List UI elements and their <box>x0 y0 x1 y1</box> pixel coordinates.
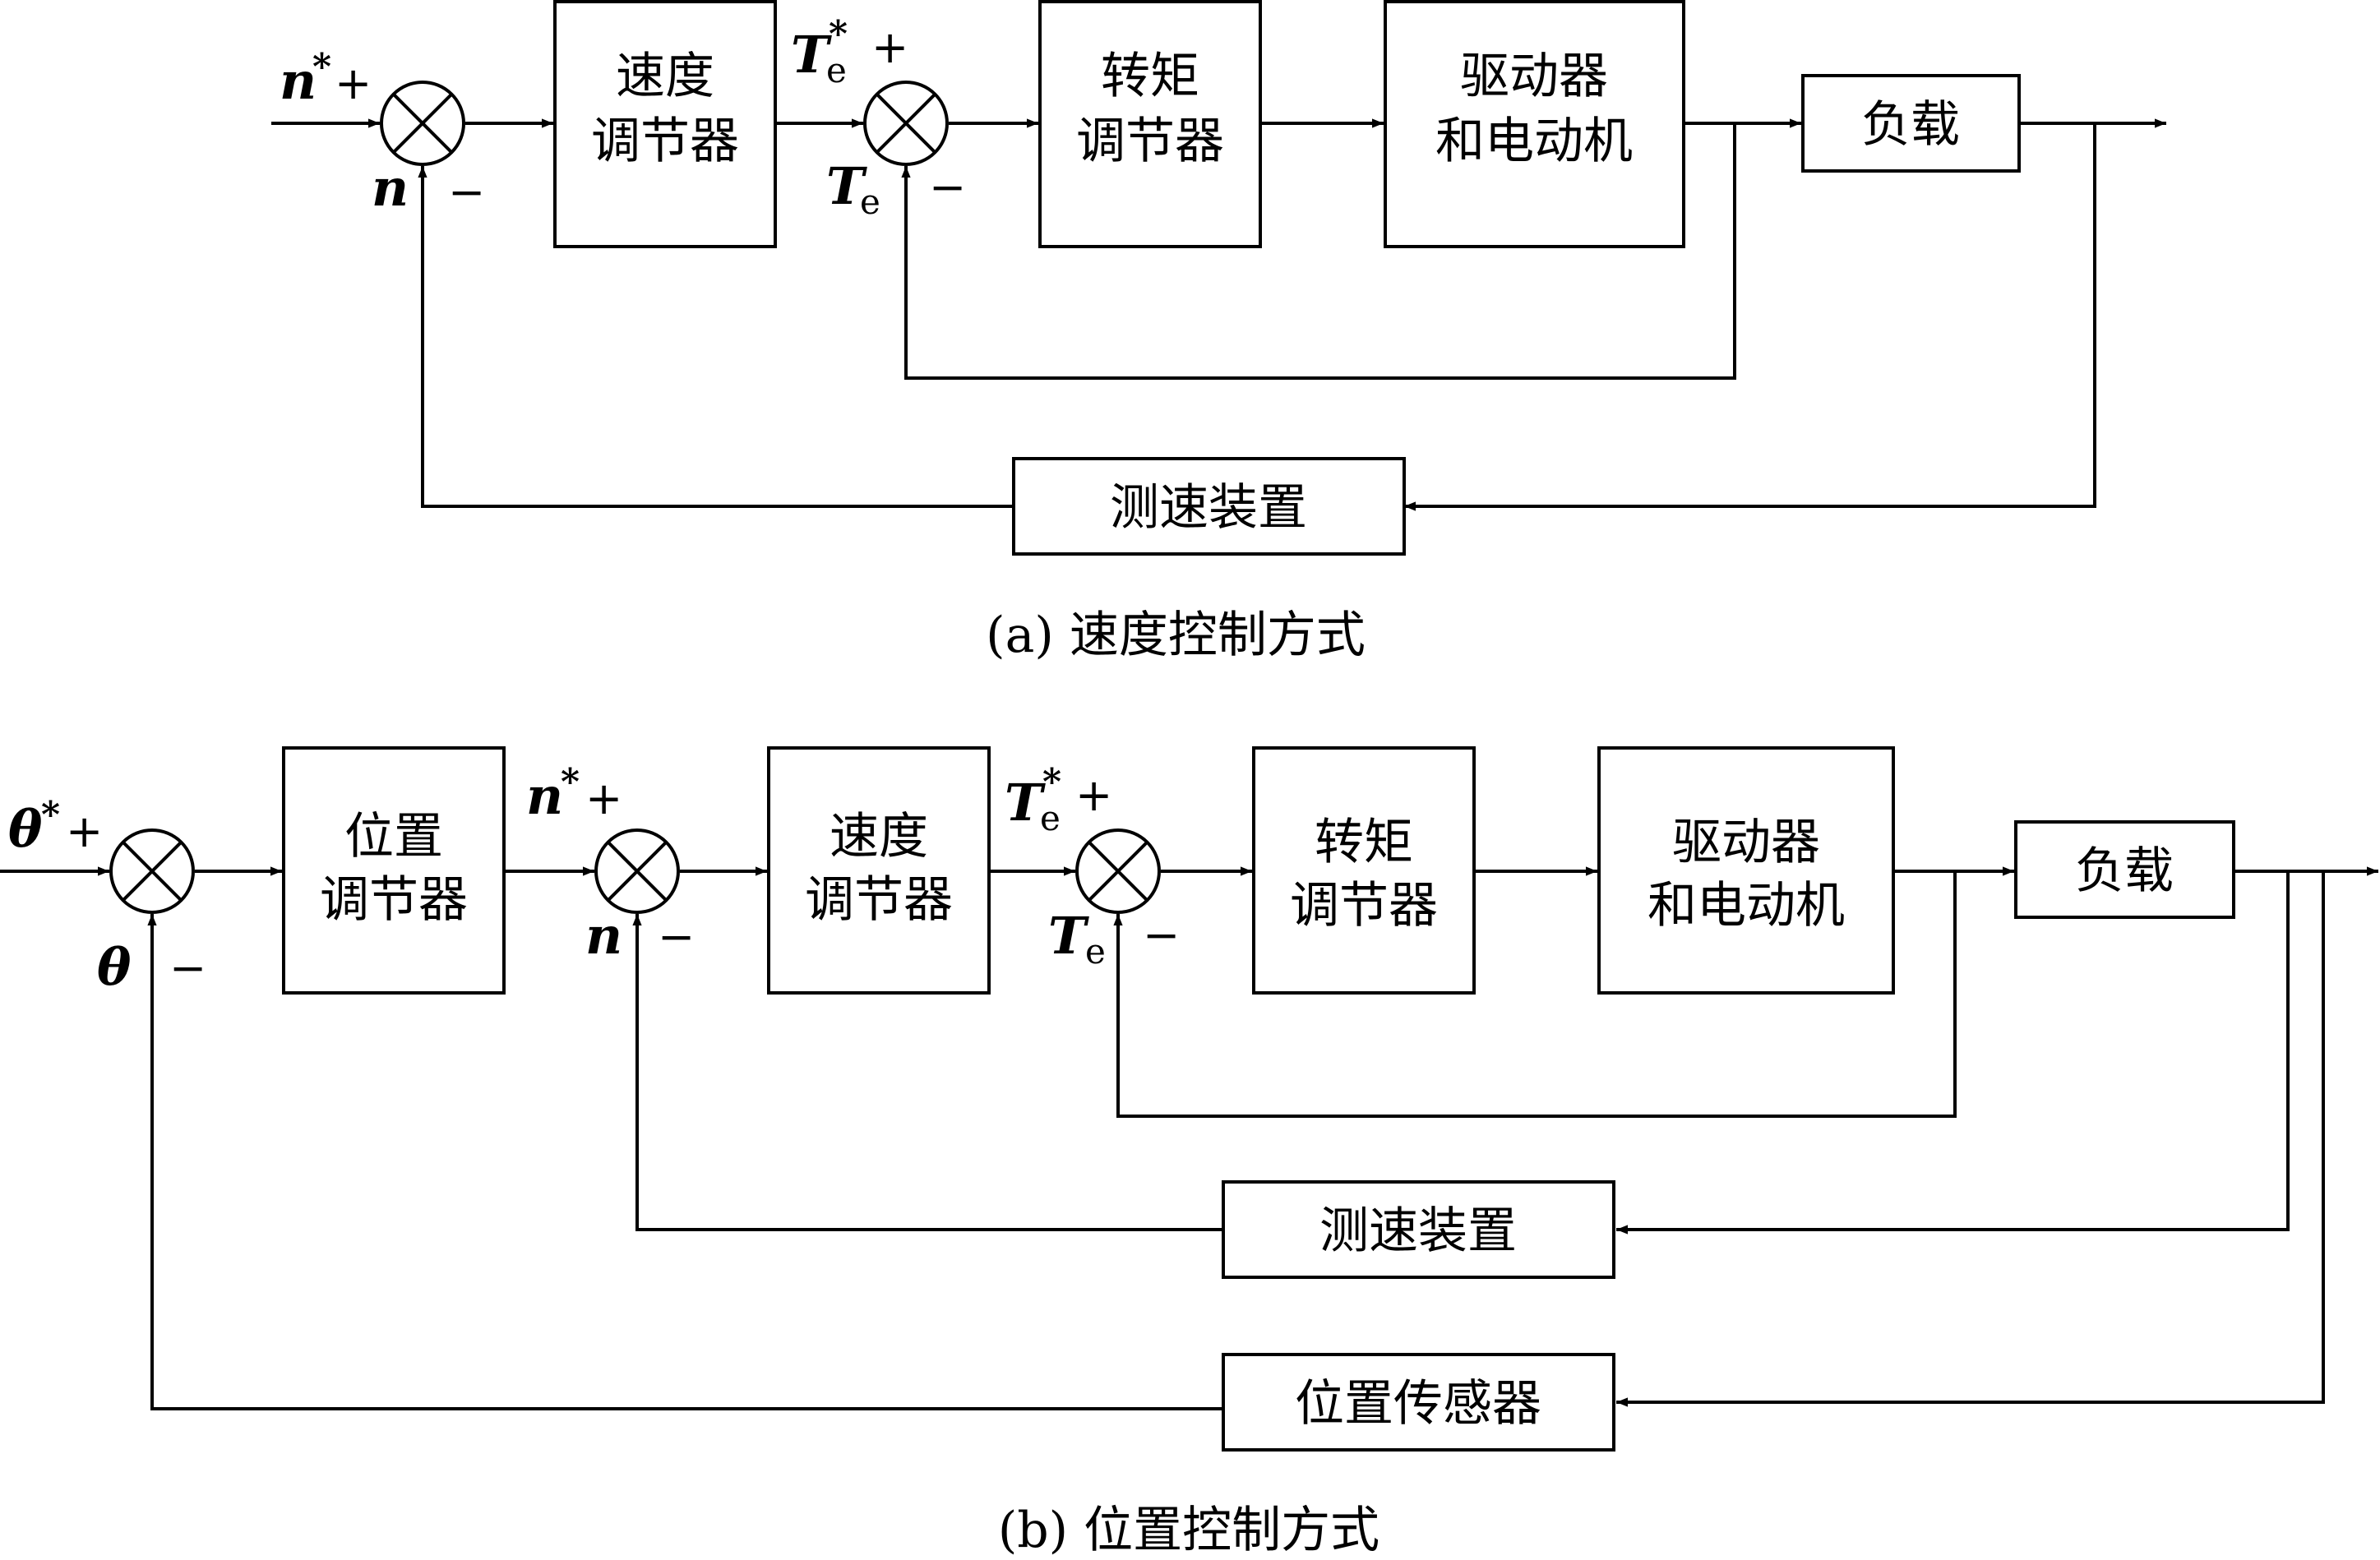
diagram-a: 速度 调节器 转矩 调节器 驱动器 和电动机 负载 测速装置 n * + n <box>271 0 2166 664</box>
wire-b-speed-feedback <box>632 914 1223 1231</box>
label-T-fb-b: T e − <box>1048 906 1180 972</box>
caption-a: (a) 速度控制方式 <box>986 607 1366 664</box>
svg-text:调节器: 调节器 <box>320 871 468 929</box>
svg-text:n: n <box>372 158 409 218</box>
label-n-fb-a: n − <box>372 158 485 218</box>
svg-text:速度: 速度 <box>830 808 928 865</box>
sum-junction-a1 <box>380 81 465 166</box>
sum-junction-b2 <box>594 828 680 914</box>
svg-text:T: T <box>826 156 867 216</box>
svg-text:T: T <box>1048 906 1089 966</box>
svg-text:n: n <box>585 906 622 966</box>
svg-text:n: n <box>526 766 563 826</box>
svg-text:驱动器: 驱动器 <box>1672 814 1820 871</box>
svg-text:调节器: 调节器 <box>591 113 739 170</box>
svg-text:n: n <box>280 51 317 111</box>
torque-regulator-block-a: 转矩 调节器 <box>1038 0 1262 248</box>
label-T-ref-a: T e * + <box>791 13 908 90</box>
speed-regulator-block-a: 速度 调节器 <box>553 0 777 248</box>
label-n-ref-a: n * + <box>280 46 372 111</box>
svg-text:调节器: 调节器 <box>805 871 953 929</box>
label-T-fb-a: T e − <box>826 156 966 222</box>
position-sensor-block-b: 位置传感器 <box>1222 1353 1615 1452</box>
svg-text:驱动器: 驱动器 <box>1460 48 1608 105</box>
svg-text:*: * <box>41 794 60 836</box>
svg-text:测速装置: 测速装置 <box>1319 1202 1517 1260</box>
svg-text:e: e <box>1085 931 1106 972</box>
sum-junction-b3 <box>1075 828 1161 914</box>
svg-text:转矩: 转矩 <box>1101 48 1199 105</box>
svg-text:负载: 负载 <box>2075 842 2174 900</box>
load-block-a: 负载 <box>1801 74 2021 173</box>
speed-regulator-block-b: 速度 调节器 <box>767 746 991 995</box>
svg-text:速度: 速度 <box>616 48 714 105</box>
svg-text:e: e <box>860 182 880 222</box>
svg-text:和电动机: 和电动机 <box>1435 113 1633 170</box>
svg-text:位置: 位置 <box>344 808 443 865</box>
label-n-ref-b: n * + <box>526 761 622 826</box>
svg-text:−: − <box>658 911 695 962</box>
svg-text:−: − <box>448 166 485 218</box>
svg-text:−: − <box>1143 909 1180 961</box>
svg-text:e: e <box>826 50 847 90</box>
svg-text:负载: 负载 <box>1861 96 1960 154</box>
svg-text:位置传感器: 位置传感器 <box>1295 1375 1541 1433</box>
svg-text:−: − <box>169 942 206 994</box>
driver-motor-block-a: 驱动器 和电动机 <box>1384 0 1685 248</box>
svg-text:T: T <box>1005 773 1046 833</box>
svg-text:测速装置: 测速装置 <box>1110 479 1307 537</box>
load-block-b: 负载 <box>2014 820 2235 919</box>
svg-text:θ: θ <box>97 937 132 997</box>
wire-b-speed-pickoff <box>1616 871 2290 1235</box>
wire-a-speed-pickoff <box>1404 123 2096 511</box>
svg-text:转矩: 转矩 <box>1315 814 1413 871</box>
svg-text:调节器: 调节器 <box>1290 877 1438 935</box>
svg-text:−: − <box>929 161 966 213</box>
wire-b-position-pickoff <box>1616 871 2325 1407</box>
caption-b: (b) 位置控制方式 <box>998 1502 1379 1559</box>
tacho-block-a: 测速装置 <box>1012 457 1406 556</box>
svg-text:和电动机: 和电动机 <box>1648 877 1845 935</box>
svg-text:*: * <box>1042 761 1061 803</box>
wire-b-torque-feedback <box>1113 871 1957 1118</box>
sum-junction-b1 <box>109 828 195 914</box>
svg-text:调节器: 调节器 <box>1076 113 1224 170</box>
svg-text:T: T <box>791 25 832 85</box>
svg-text:+: + <box>335 58 372 109</box>
svg-text:θ: θ <box>8 799 43 859</box>
wire-b-position-feedback <box>147 914 1223 1410</box>
svg-text:+: + <box>1075 769 1112 821</box>
diagram-b: 位置 调节器 速度 调节器 转矩 调节器 驱动器 和电动机 负载 测速装置 <box>0 746 2378 1559</box>
svg-text:*: * <box>312 46 331 88</box>
svg-text:+: + <box>585 773 622 824</box>
torque-regulator-block-b: 转矩 调节器 <box>1252 746 1476 995</box>
svg-text:*: * <box>561 761 580 803</box>
svg-text:e: e <box>1040 798 1061 838</box>
wire-a-speed-feedback <box>418 166 1014 508</box>
tacho-block-b: 测速装置 <box>1222 1180 1615 1279</box>
svg-text:+: + <box>66 805 103 857</box>
sum-junction-a2 <box>863 81 949 166</box>
svg-text:+: + <box>871 21 908 73</box>
label-n-fb-b: n − <box>585 906 695 966</box>
svg-text:*: * <box>829 13 848 55</box>
wire-a-torque-feedback <box>901 123 1736 380</box>
position-regulator-block-b: 位置 调节器 <box>282 746 506 995</box>
driver-motor-block-b: 驱动器 和电动机 <box>1597 746 1895 995</box>
label-T-ref-b: T e * + <box>1005 761 1112 838</box>
label-theta-fb-b: θ − <box>97 937 206 997</box>
label-theta-ref-b: θ * + <box>8 794 103 859</box>
